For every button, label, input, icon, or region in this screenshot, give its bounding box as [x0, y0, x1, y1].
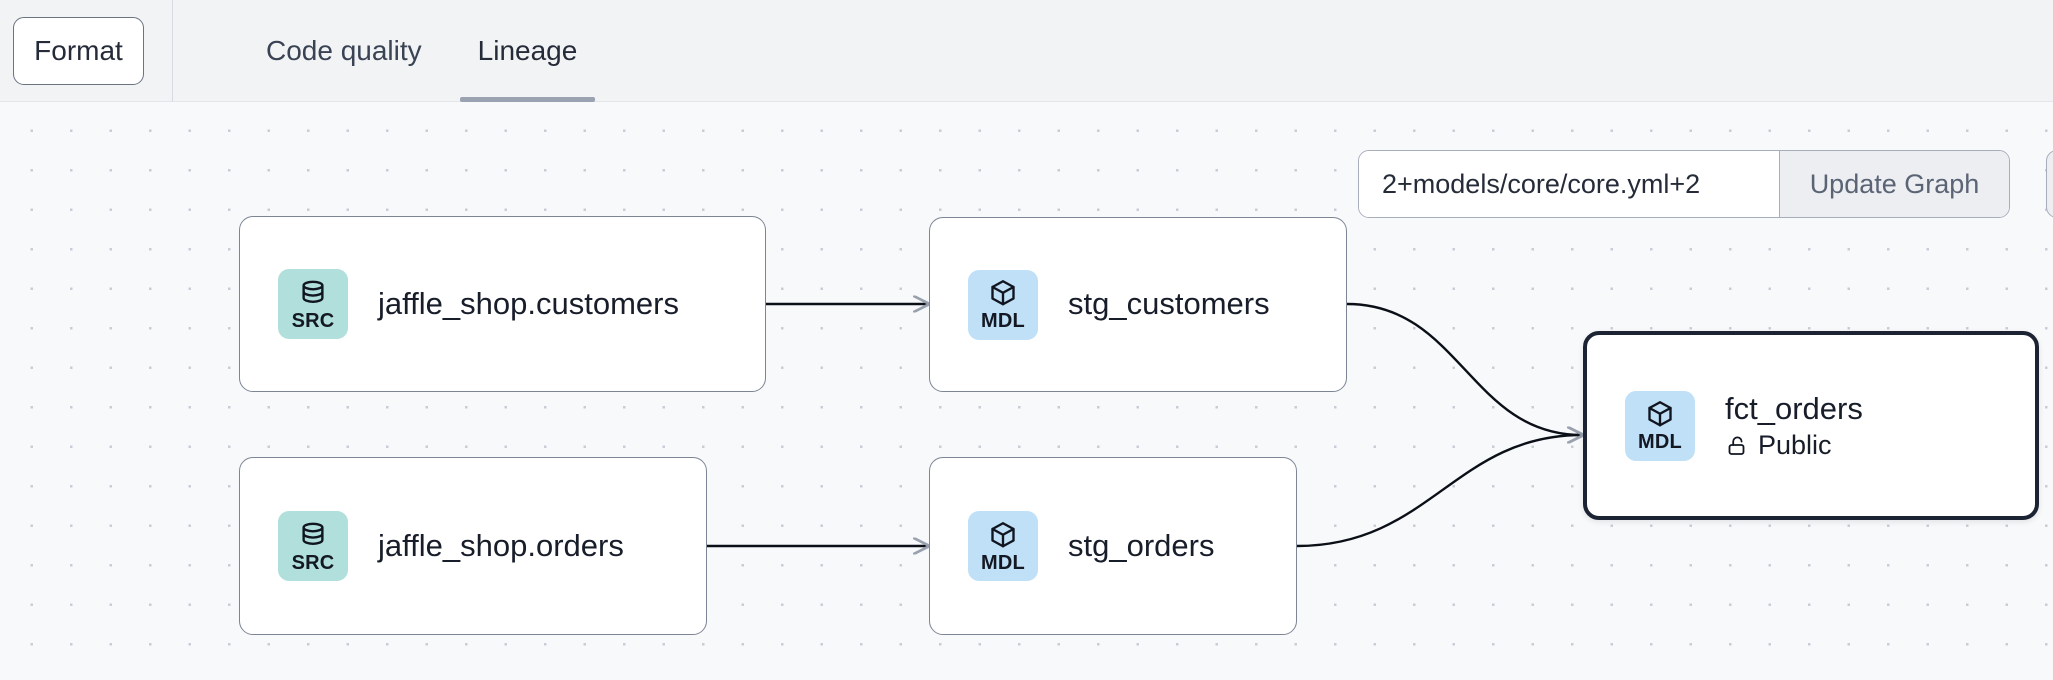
edge-stg-customers-to-fct-orders — [1346, 302, 1582, 435]
mdl-badge-label: MDL — [1638, 431, 1682, 453]
cube-icon — [1645, 399, 1675, 429]
tab-lineage-label: Lineage — [477, 35, 578, 66]
lineage-node-stg-orders[interactable]: MDL stg_orders — [929, 457, 1297, 635]
mdl-badge-label: MDL — [981, 551, 1025, 574]
src-badge: SRC — [278, 269, 348, 339]
database-icon — [298, 520, 328, 550]
node-title: stg_customers — [1068, 286, 1270, 322]
database-icon — [298, 278, 328, 308]
src-badge: SRC — [278, 511, 348, 581]
node-body: stg_customers — [1068, 286, 1270, 322]
lineage-node-jaffle-shop-orders[interactable]: SRC jaffle_shop.orders — [239, 457, 707, 635]
src-badge-label: SRC — [291, 551, 335, 574]
node-access-label: Public — [1758, 430, 1832, 461]
lineage-node-fct-orders[interactable]: MDL fct_orders Public — [1583, 331, 2039, 520]
node-body: fct_orders Public — [1725, 390, 1863, 460]
node-selector-input[interactable] — [1359, 151, 1779, 217]
node-title: stg_orders — [1068, 527, 1215, 563]
lineage-node-stg-customers[interactable]: MDL stg_customers — [929, 217, 1347, 392]
node-title: fct_orders — [1725, 390, 1863, 426]
cube-icon — [988, 520, 1018, 550]
mdl-badge-label: MDL — [981, 310, 1025, 332]
node-body: jaffle_shop.orders — [378, 527, 624, 564]
edge-stg-orders-to-fct-orders — [1296, 435, 1582, 548]
toolbar-header: Format Code quality Lineage — [0, 0, 2053, 102]
node-title: jaffle_shop.orders — [378, 527, 624, 563]
mdl-badge: MDL — [968, 511, 1038, 581]
update-graph-button[interactable]: Update Graph — [1779, 151, 2009, 217]
node-access-badge: Public — [1725, 432, 1863, 459]
mdl-badge: MDL — [968, 269, 1038, 340]
cube-icon — [988, 278, 1018, 308]
tab-lineage[interactable]: Lineage — [450, 0, 606, 102]
tab-code-quality-label: Code quality — [266, 35, 422, 66]
node-body: stg_orders — [1068, 527, 1215, 564]
format-button[interactable]: Format — [13, 17, 144, 85]
graph-options-button[interactable] — [2046, 150, 2053, 218]
lineage-node-jaffle-shop-customers[interactable]: SRC jaffle_shop.customers — [239, 216, 766, 392]
node-title: jaffle_shop.customers — [378, 285, 679, 321]
unlock-icon — [1725, 434, 1749, 458]
node-body: jaffle_shop.customers — [378, 285, 679, 322]
tab-bar: Code quality Lineage — [238, 0, 605, 102]
tab-code-quality[interactable]: Code quality — [238, 0, 450, 102]
lineage-canvas[interactable]: Update Graph SRC jaffle_shop.customers — [0, 102, 2053, 680]
mdl-badge: MDL — [1625, 390, 1695, 461]
node-selector-group: Update Graph — [1358, 150, 2010, 218]
src-badge-label: SRC — [291, 309, 335, 332]
header-divider — [172, 0, 173, 102]
